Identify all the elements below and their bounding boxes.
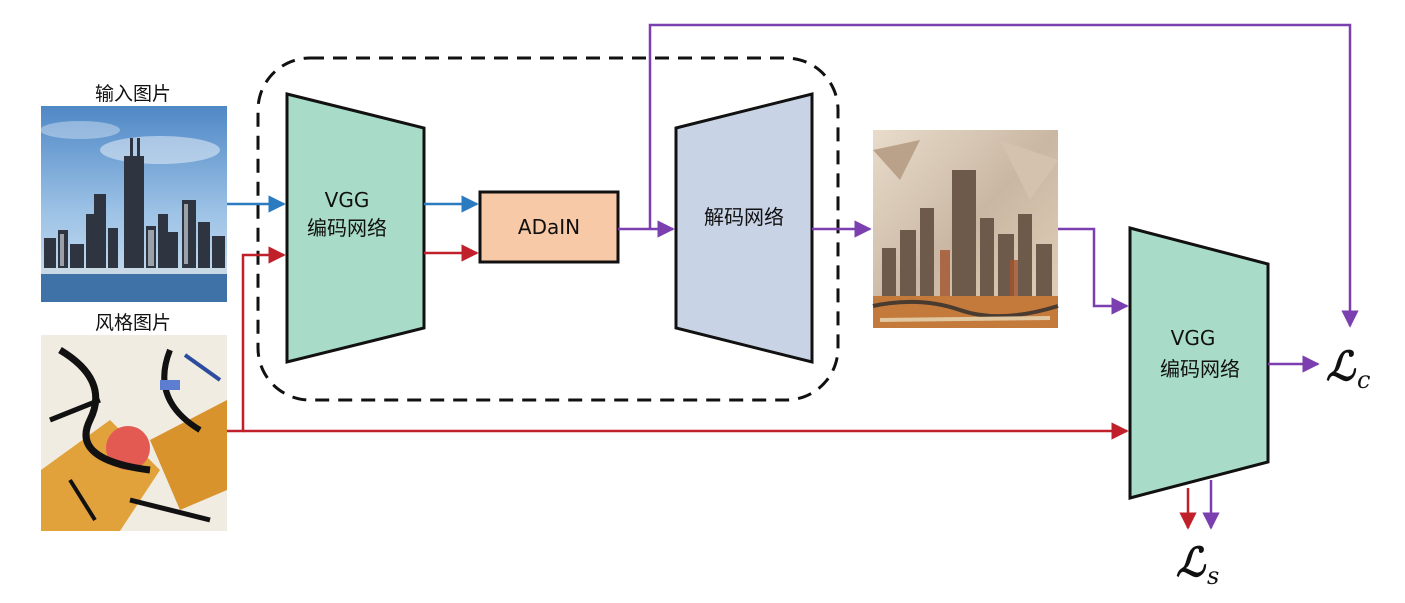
style-loss-symbol: ℒ	[1176, 539, 1207, 586]
vgg-loss-encoder-shape	[1128, 226, 1270, 500]
input-image	[40, 106, 227, 302]
content-loss-symbol: ℒ	[1326, 343, 1357, 390]
decoder: 解码网络	[674, 92, 814, 364]
arrow-adain-to-content-loss	[648, 23, 1359, 328]
adain-block: ADaIN	[478, 190, 620, 264]
content-loss-subscript: c	[1357, 366, 1370, 394]
arrow-style-to-encoder	[227, 246, 286, 433]
vgg-encoder-subtitle: 编码网络	[307, 216, 387, 240]
adain-shape	[478, 190, 620, 264]
vgg-loss-encoder: VGG 编码网络	[1128, 226, 1270, 500]
vgg-encoder: VGG 编码网络	[285, 92, 426, 364]
style-loss: ℒ s	[1176, 539, 1219, 590]
content-loss: ℒ c	[1326, 343, 1370, 394]
input-image-label: 输入图片	[95, 83, 171, 105]
style-image	[41, 335, 227, 531]
adain-label: ADaIN	[518, 215, 580, 239]
vgg-encoder-title: VGG	[325, 188, 370, 212]
output-image	[872, 130, 1059, 328]
vgg-encoder-shape	[285, 92, 426, 364]
decoder-shape	[674, 92, 814, 364]
style-loss-subscript: s	[1207, 562, 1219, 590]
arrow-output-to-loss-encoder	[1058, 227, 1129, 315]
vgg-loss-encoder-title: VGG	[1171, 326, 1216, 350]
decoder-label: 解码网络	[704, 205, 784, 229]
style-image-label: 风格图片	[95, 312, 171, 334]
vgg-loss-encoder-subtitle: 编码网络	[1160, 357, 1240, 381]
